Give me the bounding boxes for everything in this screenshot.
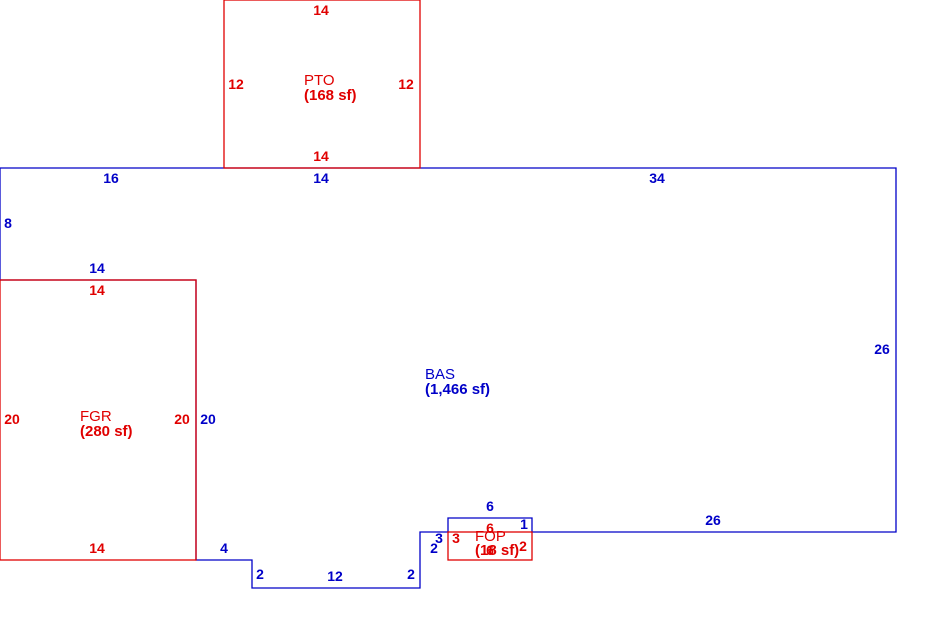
fop-area-size: (18 sf) [475, 542, 519, 559]
fgr-area-size: (280 sf) [80, 423, 133, 440]
fop-dim-bottom: 6 [486, 542, 494, 558]
fop-dim-right: 2 [519, 538, 527, 554]
pto-area-size: (168 sf) [304, 87, 357, 104]
pto-dim-right: 12 [398, 76, 414, 92]
fgr-dim-top: 14 [89, 282, 105, 298]
bas-dim-step-2c: 2 [430, 540, 438, 556]
bas-dim-fgr-top: 14 [89, 260, 105, 276]
bas-dim-step-3: 3 [435, 530, 443, 546]
pto-outline [223, 0, 421, 169]
bas-dim-right: 26 [874, 341, 890, 357]
fgr-dim-bottom: 14 [89, 540, 105, 556]
fgr-outline [0, 279, 197, 561]
bas-dim-top-mid: 14 [313, 170, 329, 186]
fgr-dim-left: 20 [4, 411, 20, 427]
bas-dim-bottom-right: 26 [705, 512, 721, 528]
fop-dim-left: 3 [452, 530, 460, 546]
bas-dim-top-right: 34 [649, 170, 665, 186]
bas-dim-step-4: 4 [220, 540, 228, 556]
pto-dim-left: 12 [228, 76, 244, 92]
bas-dim-left-upper: 8 [4, 215, 12, 231]
pto-area-name: PTO [304, 72, 335, 89]
bas-dim-top-left: 16 [103, 170, 119, 186]
bas-area-size: (1,466 sf) [425, 381, 490, 398]
bas-dim-fgr-right: 20 [200, 411, 216, 427]
fop-dim-top: 6 [486, 520, 494, 536]
fgr-dim-right: 20 [174, 411, 190, 427]
fop-area-name: FOP [475, 528, 506, 545]
bas-dim-bottom-12: 12 [327, 568, 343, 584]
bas-dim-step-2b: 2 [407, 566, 415, 582]
pto-dim-top: 14 [313, 2, 329, 18]
bas-dim-fop-top: 6 [486, 498, 494, 514]
fop-outline [447, 531, 533, 561]
fgr-area-name: FGR [80, 408, 112, 425]
bas-dim-fop-right: 1 [520, 516, 528, 532]
pto-dim-bottom: 14 [313, 148, 329, 164]
bas-area-name: BAS [425, 366, 455, 383]
bas-dim-step-2a: 2 [256, 566, 264, 582]
